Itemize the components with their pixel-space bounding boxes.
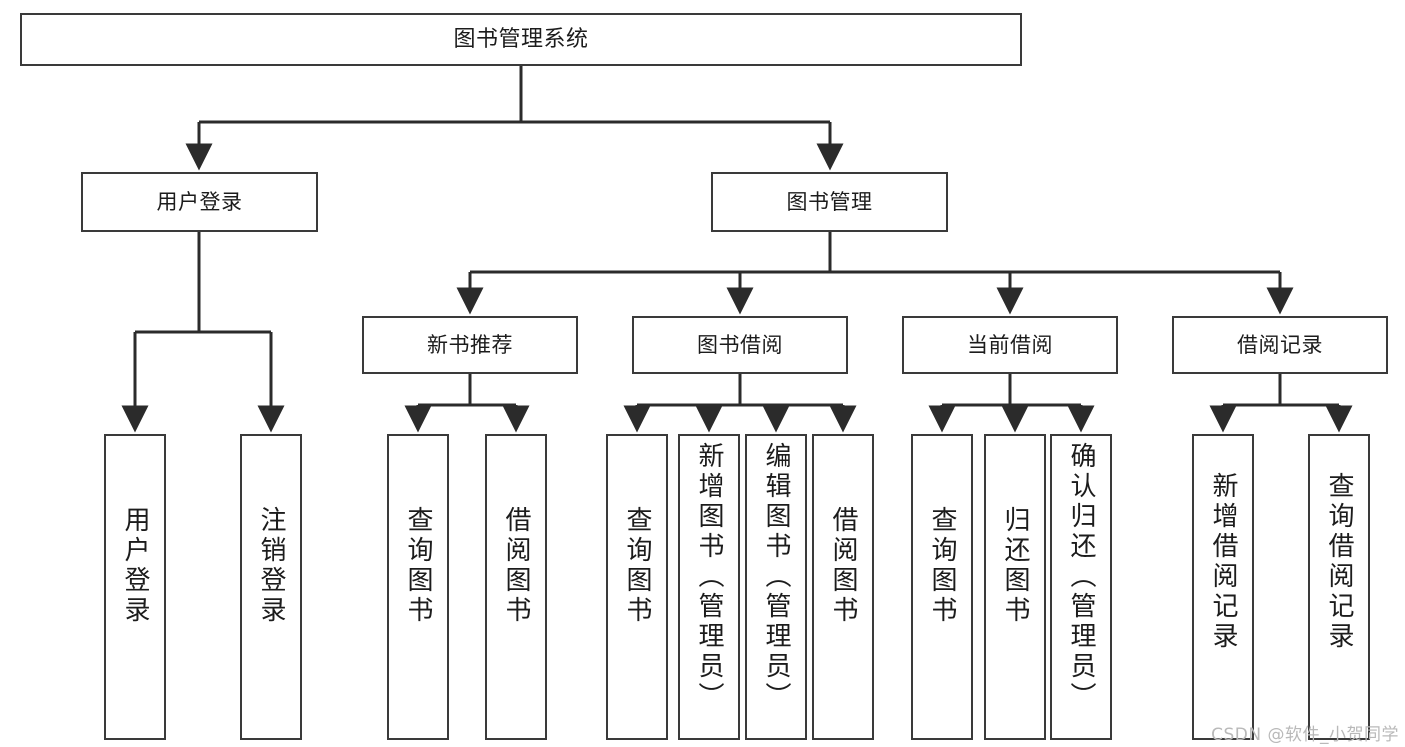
node-new-book-rec[interactable]: 新书推荐 bbox=[362, 316, 578, 374]
node-leaf-borrow-book-2-label: 借阅图书 bbox=[828, 506, 858, 626]
node-leaf-add-book-label: 新增图书（管理员） bbox=[694, 442, 724, 712]
node-leaf-query-record[interactable]: 查询借阅记录 bbox=[1308, 434, 1370, 740]
node-user-login-label: 用户登录 bbox=[156, 189, 243, 214]
node-leaf-query-book-2[interactable]: 查询图书 bbox=[606, 434, 668, 740]
node-book-manage-label: 图书管理 bbox=[786, 189, 873, 214]
node-root[interactable]: 图书管理系统 bbox=[20, 13, 1022, 66]
node-leaf-query-book-3-label: 查询图书 bbox=[927, 506, 957, 626]
node-leaf-logout[interactable]: 注销登录 bbox=[240, 434, 302, 740]
node-new-book-rec-label: 新书推荐 bbox=[427, 332, 513, 357]
node-leaf-query-record-label: 查询借阅记录 bbox=[1324, 472, 1354, 652]
node-book-borrow-label: 图书借阅 bbox=[697, 332, 783, 357]
node-leaf-query-book-2-label: 查询图书 bbox=[622, 506, 652, 626]
node-book-borrow[interactable]: 图书借阅 bbox=[632, 316, 848, 374]
node-leaf-borrow-book-1[interactable]: 借阅图书 bbox=[485, 434, 547, 740]
node-root-label: 图书管理系统 bbox=[453, 26, 589, 52]
node-leaf-borrow-book-2[interactable]: 借阅图书 bbox=[812, 434, 874, 740]
node-user-login[interactable]: 用户登录 bbox=[81, 172, 318, 232]
node-leaf-add-record[interactable]: 新增借阅记录 bbox=[1192, 434, 1254, 740]
node-leaf-user-login[interactable]: 用户登录 bbox=[104, 434, 166, 740]
node-leaf-borrow-book-1-label: 借阅图书 bbox=[501, 506, 531, 626]
node-leaf-edit-book-label: 编辑图书（管理员） bbox=[761, 442, 791, 712]
node-borrow-record[interactable]: 借阅记录 bbox=[1172, 316, 1388, 374]
node-book-manage[interactable]: 图书管理 bbox=[711, 172, 948, 232]
csdn-watermark: CSDN @软件_小贺同学 bbox=[1211, 725, 1399, 745]
node-leaf-return-book[interactable]: 归还图书 bbox=[984, 434, 1046, 740]
node-leaf-add-record-label: 新增借阅记录 bbox=[1208, 472, 1238, 652]
node-leaf-query-book-1[interactable]: 查询图书 bbox=[387, 434, 449, 740]
node-current-borrow[interactable]: 当前借阅 bbox=[902, 316, 1118, 374]
node-leaf-add-book[interactable]: 新增图书（管理员） bbox=[678, 434, 740, 740]
node-leaf-edit-book[interactable]: 编辑图书（管理员） bbox=[745, 434, 807, 740]
node-leaf-query-book-1-label: 查询图书 bbox=[403, 506, 433, 626]
node-leaf-logout-label: 注销登录 bbox=[256, 506, 286, 626]
node-current-borrow-label: 当前借阅 bbox=[967, 332, 1053, 357]
node-borrow-record-label: 借阅记录 bbox=[1237, 332, 1323, 357]
node-leaf-user-login-label: 用户登录 bbox=[120, 506, 150, 626]
node-leaf-confirm-return-label: 确认归还（管理员） bbox=[1066, 442, 1096, 712]
node-leaf-query-book-3[interactable]: 查询图书 bbox=[911, 434, 973, 740]
node-leaf-return-book-label: 归还图书 bbox=[1000, 506, 1030, 626]
node-leaf-confirm-return[interactable]: 确认归还（管理员） bbox=[1050, 434, 1112, 740]
